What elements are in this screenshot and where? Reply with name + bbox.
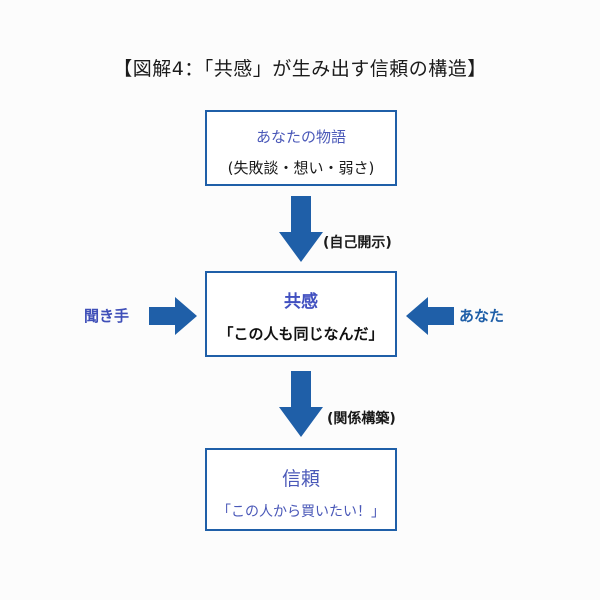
diagram-title: 【図解4：「共感」が生み出す信頼の構造】 — [113, 58, 487, 80]
trust-detail: 「この人から買いたい！」 — [217, 504, 385, 520]
empathy-box: 共感 「この人も同じなんだ」 — [205, 271, 397, 357]
listener-label: 聞き手 — [84, 307, 130, 325]
empathy-detail: 「この人も同じなんだ」 — [218, 325, 384, 343]
right-arrow-icon — [149, 297, 197, 335]
left-arrow-icon — [406, 297, 454, 335]
trust-box: 信頼 「この人から買いたい！」 — [205, 448, 397, 531]
story-detail: (失敗談・想い・弱さ) — [227, 159, 375, 177]
disclosure-label: (自己開示) — [323, 235, 392, 251]
down-arrow-relation-icon — [279, 371, 323, 437]
empathy-heading: 共感 — [284, 292, 318, 312]
story-box: あなたの物語 (失敗談・想い・弱さ) — [205, 110, 397, 186]
story-heading: あなたの物語 — [255, 128, 346, 146]
trust-heading: 信頼 — [281, 468, 320, 490]
down-arrow-disclosure-icon — [279, 196, 323, 262]
relation-label: (関係構築) — [327, 411, 396, 427]
you-label: あなた — [459, 307, 505, 325]
